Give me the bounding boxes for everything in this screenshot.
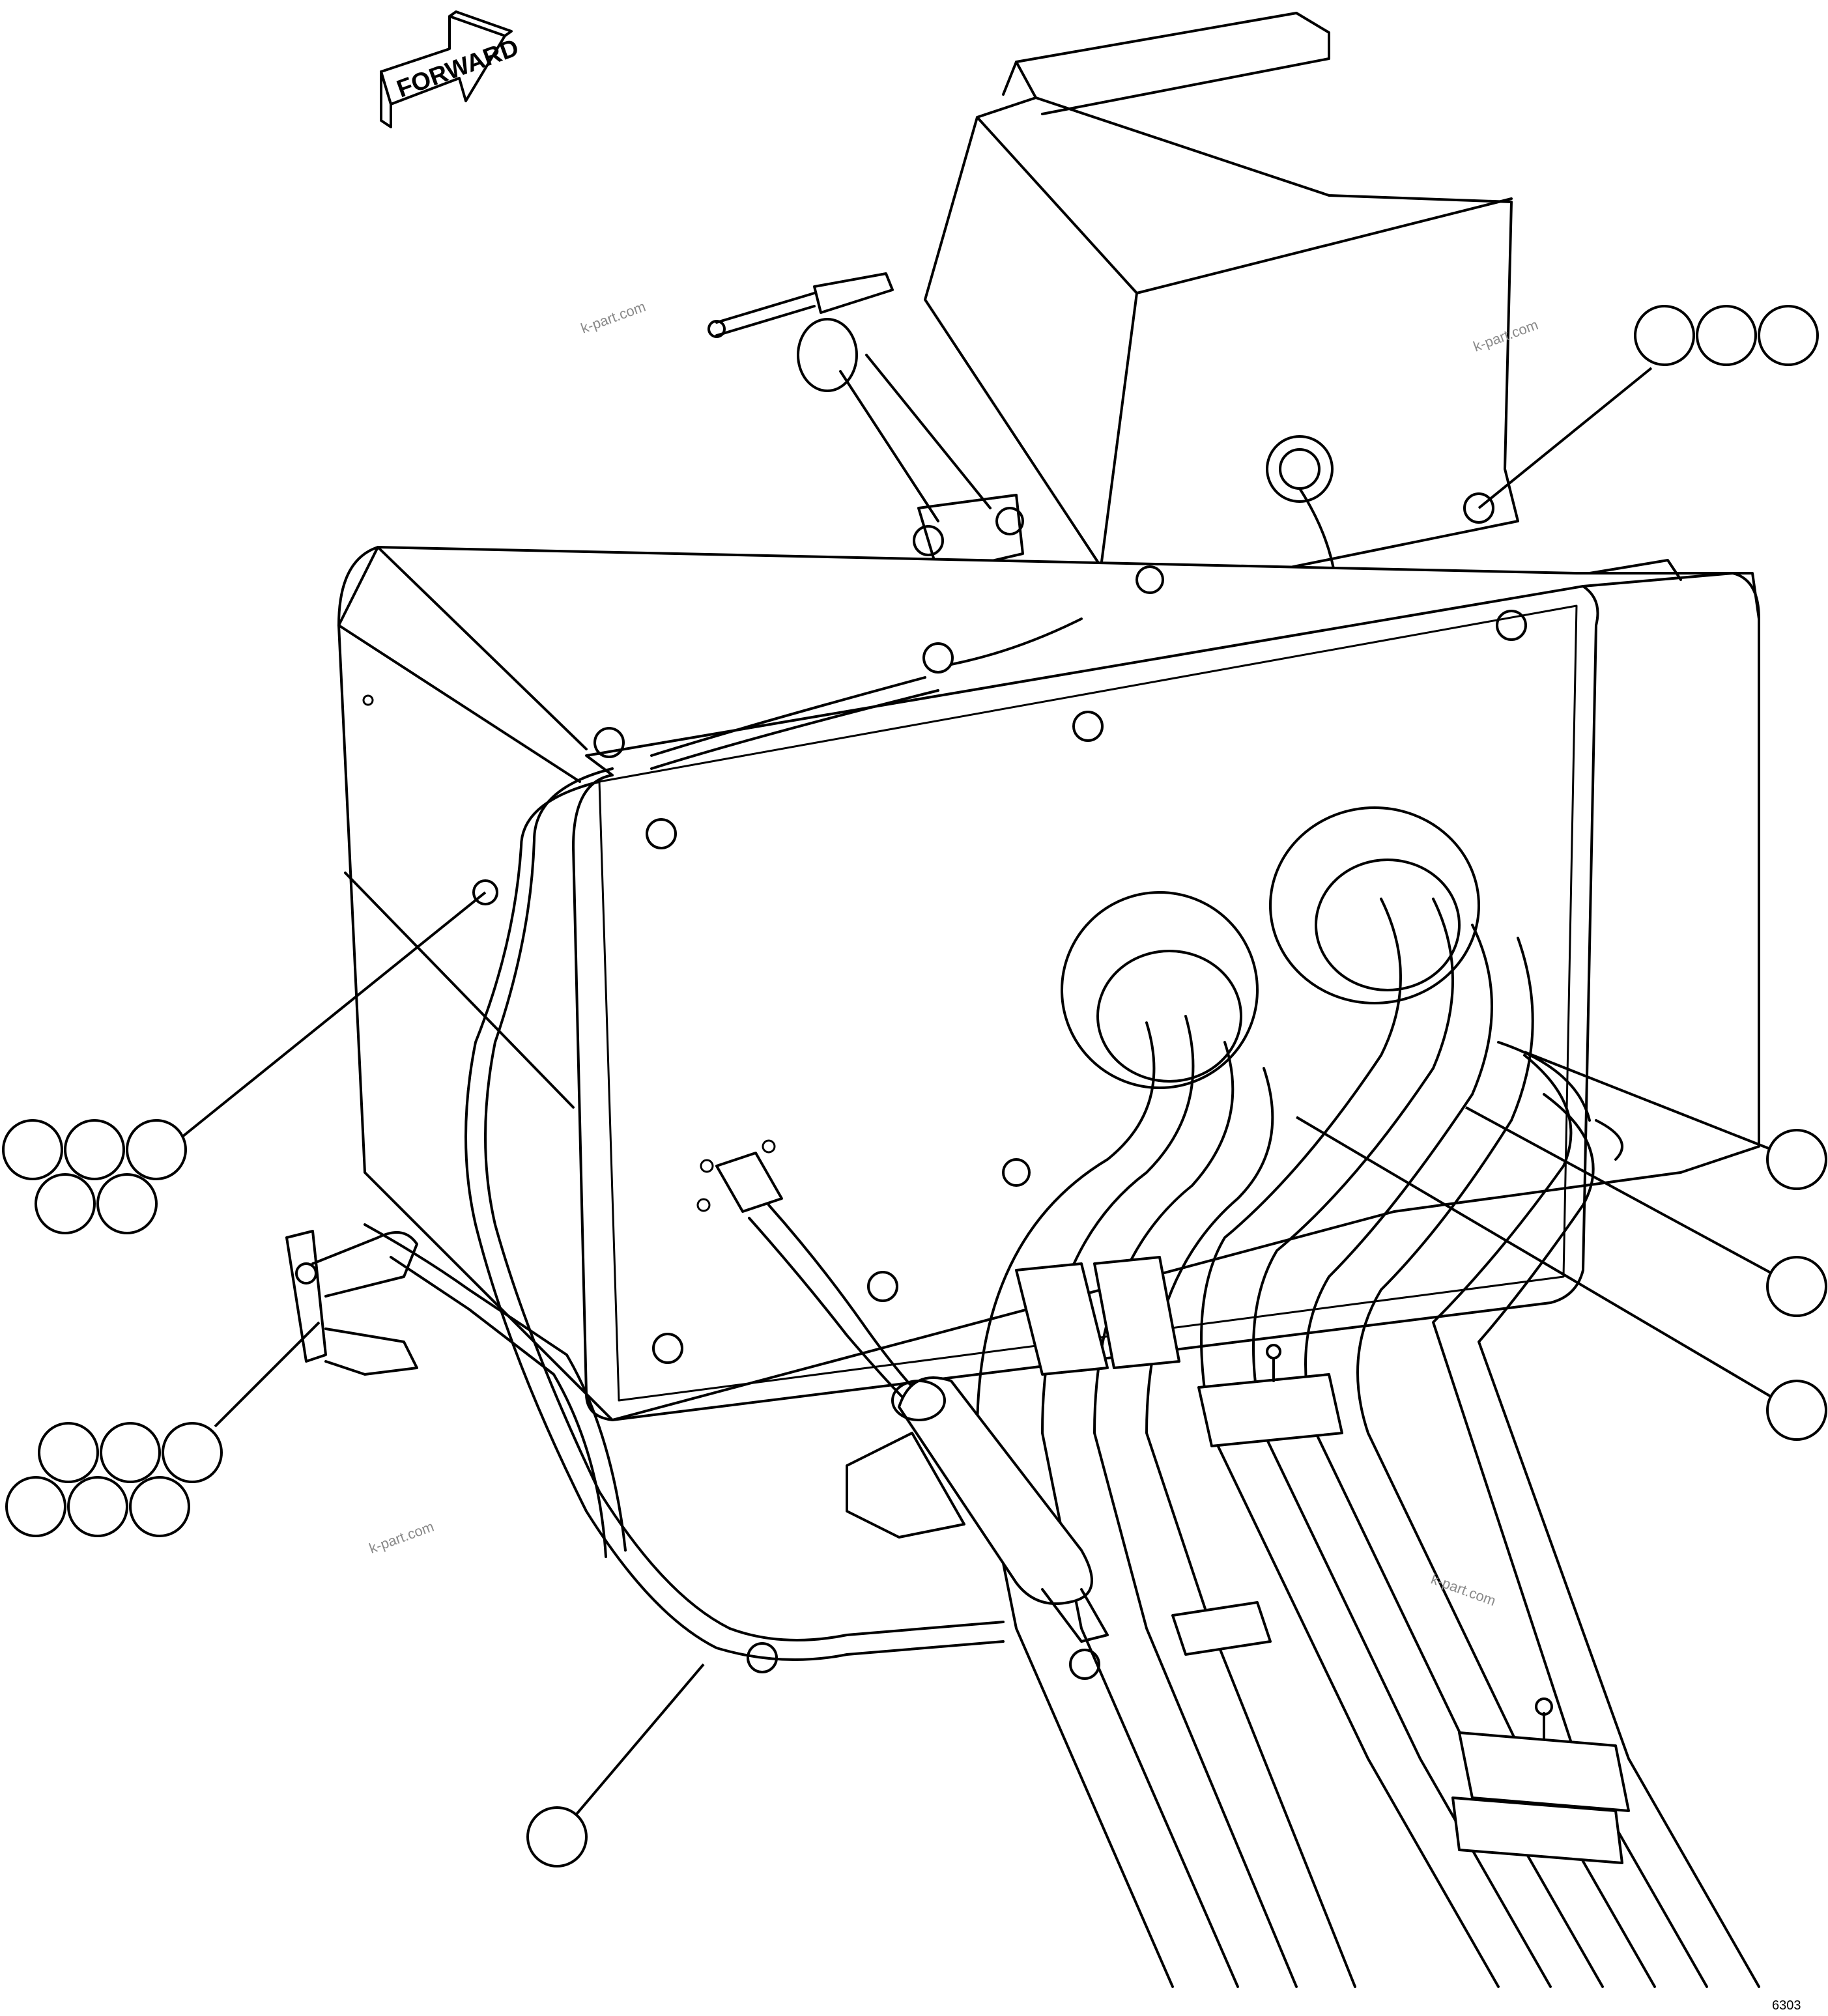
callout-bubble [1758, 305, 1819, 366]
harness-connector [696, 1139, 783, 1213]
callout-group-top-right [1478, 305, 1819, 509]
watermark-text: k-part.com [578, 298, 648, 337]
callout-bubble [96, 1173, 158, 1234]
cable-clamps [1015, 1256, 1630, 1864]
callout-bubble [100, 1422, 161, 1483]
callout-bubble [1766, 1380, 1827, 1441]
callout-group-right [1295, 1051, 1827, 1441]
callout-bubble [1696, 305, 1757, 366]
fuse-holder [891, 1376, 1109, 1643]
lower-mount-plate [846, 1432, 965, 1539]
callout-bubble [35, 1173, 96, 1234]
forward-arrow: FORWARD [380, 10, 522, 128]
main-enclosure [337, 546, 1760, 1421]
callout-bubble [64, 1119, 125, 1180]
callout-bubble [38, 1422, 99, 1483]
callout-bubble [1634, 305, 1695, 366]
mounting-link [707, 272, 1024, 575]
callout-bubble [129, 1476, 190, 1537]
terminal-bracket [285, 1230, 418, 1376]
callout-bubble [526, 1806, 588, 1867]
callout-bubble [162, 1422, 223, 1483]
watermark-text: k-part.com [367, 1518, 436, 1557]
callout-group-left-upper [2, 891, 487, 1234]
callout-bubble [2, 1119, 63, 1180]
wire-harness [364, 618, 1083, 1661]
upper-junction-box [924, 12, 1519, 607]
callout-group-bottom [526, 1663, 705, 1867]
callout-bubble [1766, 1129, 1827, 1190]
callout-bubble [5, 1476, 66, 1537]
callout-bubble [126, 1119, 187, 1180]
callout-bubble [1766, 1256, 1827, 1317]
cable-bundle [976, 898, 1760, 1988]
callout-bubble [67, 1476, 128, 1537]
watermark-text: k-part.com [1429, 1570, 1498, 1609]
cable-grommets [1061, 806, 1480, 1089]
figure-code: 6303 [1772, 1998, 1801, 2013]
callout-group-left-lower [5, 1321, 321, 1537]
